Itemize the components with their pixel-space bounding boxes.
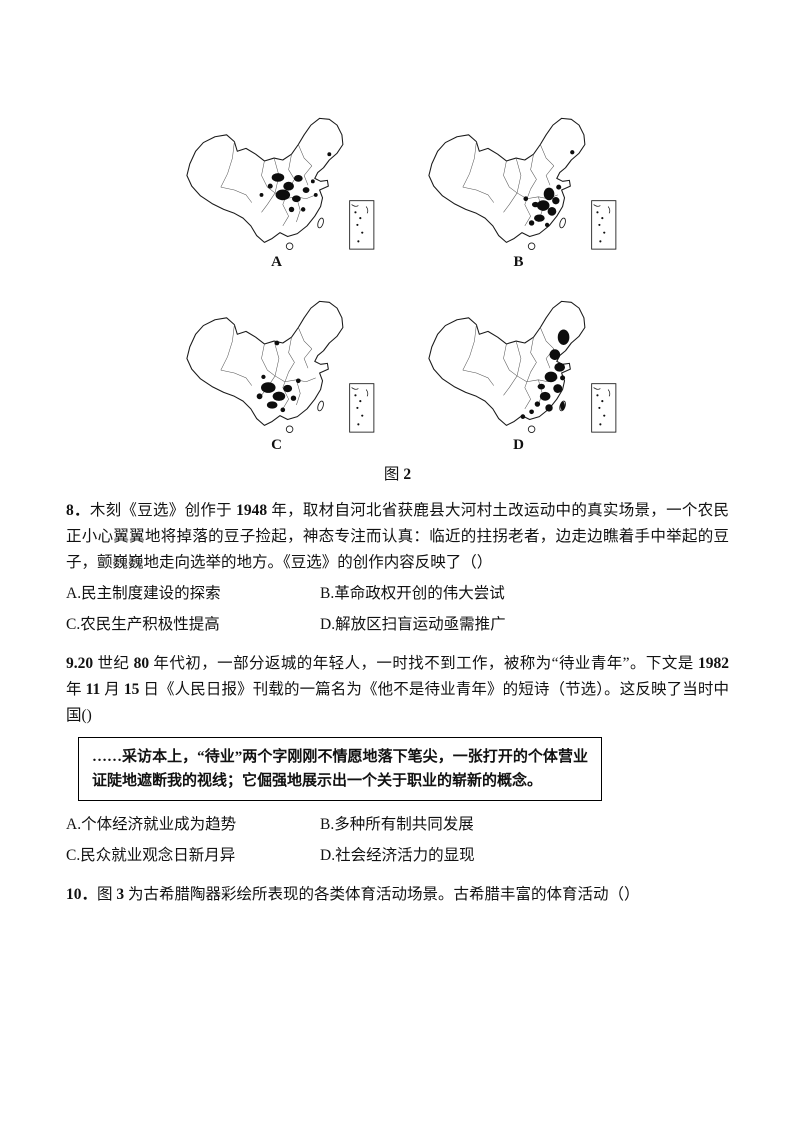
map-a-shaded-regions xyxy=(259,152,331,213)
map-d-shaded-regions xyxy=(520,329,569,419)
map-option-a: A xyxy=(167,98,387,271)
map-b-shaded-regions xyxy=(522,150,574,228)
map-label-d: D xyxy=(513,437,524,453)
question-9: 9.20 世纪 80 年代初，一部分返城的年轻人，一时找不到工作，被称为“待业青… xyxy=(66,651,729,868)
china-map-d-image xyxy=(427,300,616,434)
map-c-shaded-regions xyxy=(256,340,301,413)
q8-option-b: B.革命政权开创的伟大尝试 xyxy=(320,585,505,602)
figure-caption: 图 2 xyxy=(383,466,412,483)
q9-option-c: C.民众就业观念日新月异 xyxy=(66,847,236,864)
map-label-a: A xyxy=(271,254,282,270)
q9-option-a: A.个体经济就业成为趋势 xyxy=(66,816,237,833)
q8-option-c: C.农民生产积极性提高 xyxy=(66,616,220,633)
poem-quote-box: ……采访本上，“待业”两个字刚刚不情愿地落下笔尖，一张打开的个体营业证陡地遮断我… xyxy=(78,737,602,801)
map-option-b: B xyxy=(409,98,629,271)
map-label-b: B xyxy=(513,254,524,270)
figure-2-block: A B xyxy=(66,98,729,484)
map-label-c: C xyxy=(271,437,282,453)
question-8: 8．木刻《豆选》创作于 1948 年，取材自河北省获鹿县大河村土改运动中的真实场… xyxy=(66,498,729,637)
q8-option-a: A.民主制度建设的探索 xyxy=(66,585,221,602)
map-option-c: C xyxy=(167,281,387,454)
question-10-text: 10．图 3 为古希腊陶器彩绘所表现的各类体育活动场景。古希腊丰富的体育活动（） xyxy=(66,886,640,903)
question-9-text: 9.20 世纪 80 年代初，一部分返城的年轻人，一时找不到工作，被称为“待业青… xyxy=(66,655,730,724)
china-map-a-image xyxy=(185,117,374,251)
poem-quote-text: ……采访本上，“待业”两个字刚刚不情愿地落下笔尖，一张打开的个体营业证陡地遮断我… xyxy=(92,749,588,789)
question-10: 10．图 3 为古希腊陶器彩绘所表现的各类体育活动场景。古希腊丰富的体育活动（） xyxy=(66,882,729,908)
q8-option-d: D.解放区扫盲运动亟需推广 xyxy=(320,616,506,633)
china-map-c-image xyxy=(185,300,374,434)
question-8-text: 8．木刻《豆选》创作于 1948 年，取材自河北省获鹿县大河村土改运动中的真实场… xyxy=(66,502,729,571)
question-8-options: A.民主制度建设的探索 B.革命政权开创的伟大尝试 C.农民生产积极性提高 D.… xyxy=(66,582,729,637)
maps-grid: A B xyxy=(66,98,729,454)
china-map-b-image xyxy=(427,117,616,251)
question-9-options: A.个体经济就业成为趋势 B.多种所有制共同发展 C.民众就业观念日新月异 D.… xyxy=(66,813,729,868)
q9-option-b: B.多种所有制共同发展 xyxy=(320,816,474,833)
q9-option-d: D.社会经济活力的显现 xyxy=(320,847,475,864)
map-option-d: D xyxy=(409,281,629,454)
